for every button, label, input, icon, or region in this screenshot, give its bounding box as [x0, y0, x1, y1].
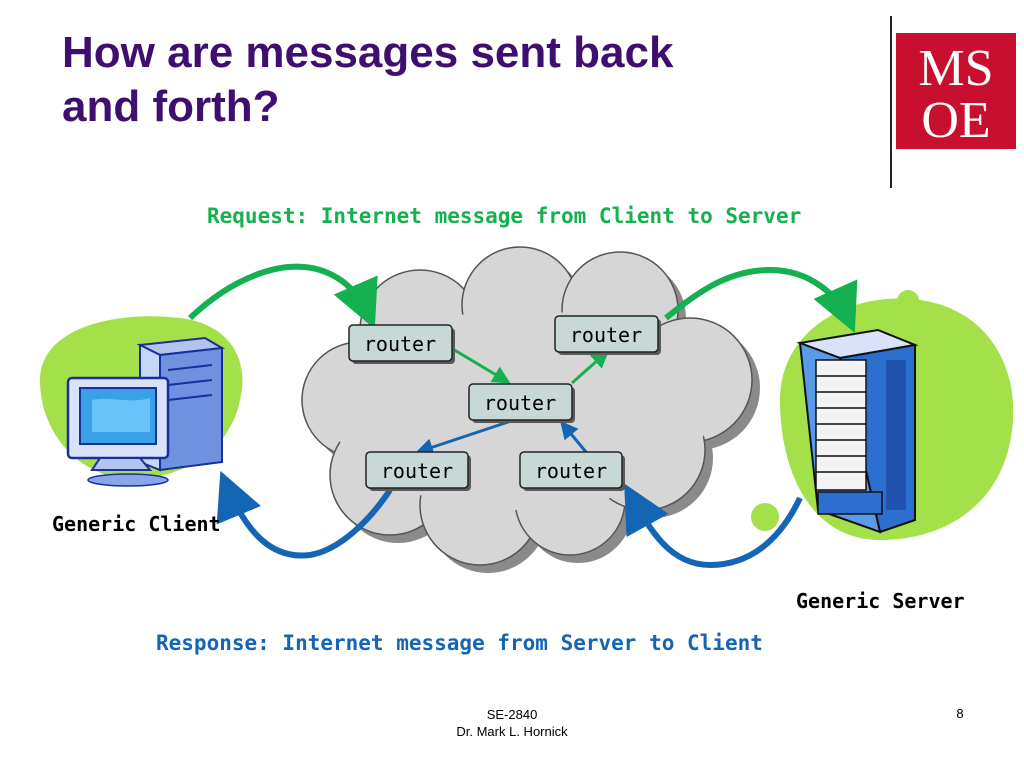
router-label: router [364, 332, 436, 356]
header-divider [890, 16, 892, 188]
footer-course: SE-2840 [486, 707, 538, 722]
router-box: router [468, 383, 575, 423]
router-box: router [348, 324, 455, 364]
slide-footer: SE-2840 Dr. Mark L. Hornick [412, 706, 612, 740]
hop-arrow-r5-r3 [560, 420, 588, 453]
hop-arrow-r1-r3 [445, 343, 511, 384]
page-number: 8 [956, 706, 964, 721]
response-arrow-cloud-to-client [216, 470, 393, 559]
router-box: router [365, 451, 471, 491]
title-line-1: How are messages sent back [62, 28, 674, 77]
title-line-2: and forth? [62, 82, 280, 131]
server-label: Generic Server [796, 589, 965, 613]
server-rack-icon [751, 290, 1014, 540]
logo-text-bottom: OE [921, 92, 990, 149]
title-heading: How are messages sent back and forth? [62, 26, 862, 134]
router-label: router [381, 459, 453, 483]
footer-author: Dr. Mark L. Hornick [456, 724, 568, 739]
request-caption: Request: Internet message from Client to… [207, 204, 802, 228]
response-arrow-server-to-cloud [624, 483, 803, 569]
client-computer-icon [40, 316, 243, 487]
router-label: router [570, 323, 642, 347]
response-caption: Response: Internet message from Server t… [156, 631, 763, 655]
request-arrow-client-to-cloud [187, 263, 378, 330]
router-box: router [519, 451, 625, 491]
hop-arrow-r3-r2 [571, 350, 610, 385]
msoe-logo: MS OE [896, 33, 1016, 149]
router-label: router [535, 459, 607, 483]
router-label: router [484, 391, 556, 415]
client-label: Generic Client [52, 512, 221, 536]
router-box: router [554, 315, 661, 355]
request-arrow-cloud-to-server [664, 266, 858, 333]
hop-arrow-r3-r4 [415, 416, 521, 456]
logo-text-top: MS [918, 40, 993, 97]
